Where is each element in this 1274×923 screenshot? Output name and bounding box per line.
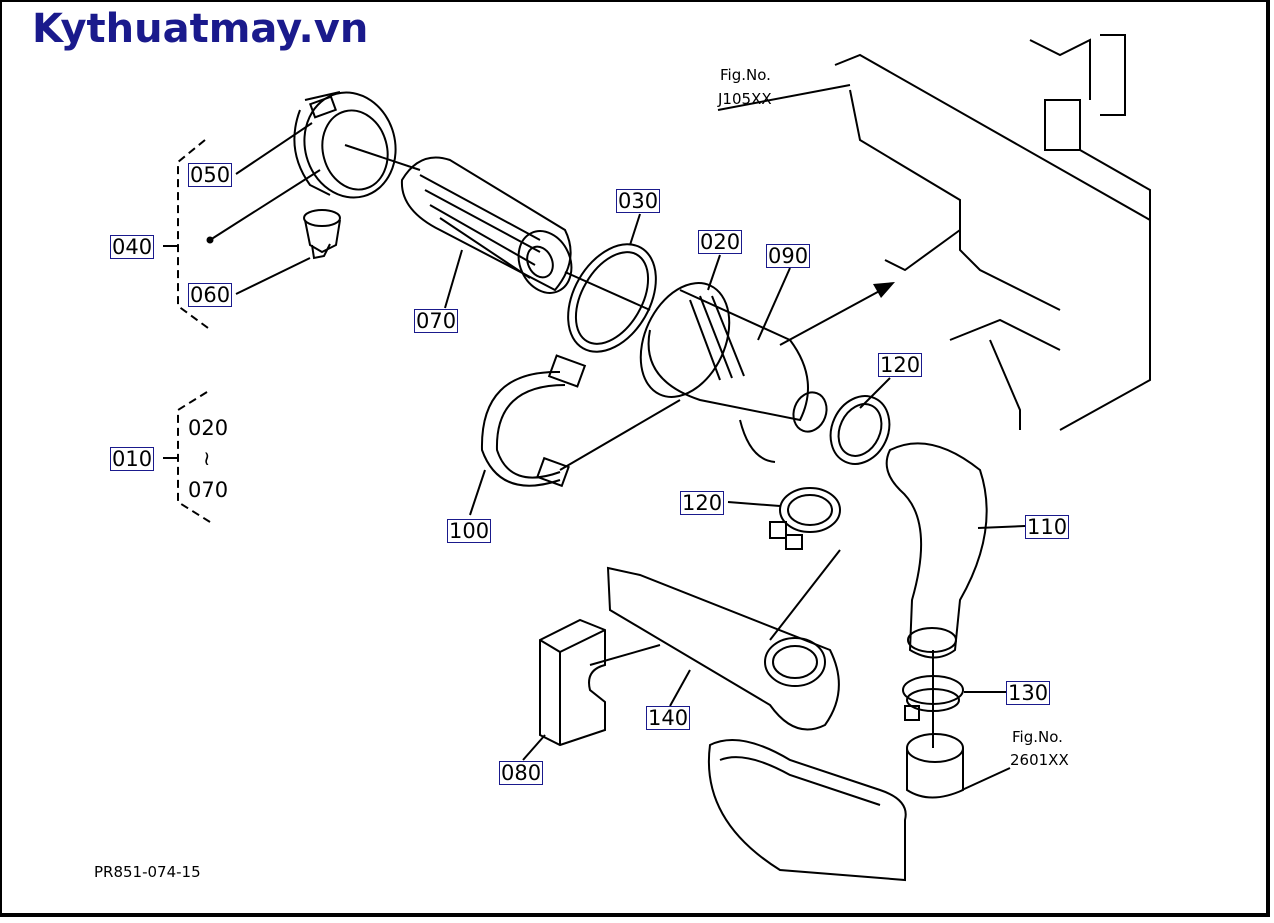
- strap-band-100-part: [480, 354, 587, 488]
- leader-030: [629, 213, 641, 246]
- label-120-upper: 120: [878, 353, 923, 377]
- leader-140: [669, 669, 691, 707]
- range-to: 070: [188, 478, 229, 502]
- label-130: 130: [1006, 681, 1051, 705]
- cap-050-part: [293, 91, 397, 199]
- leader-090: [757, 267, 791, 341]
- label-050: 050: [188, 163, 233, 187]
- fig-ref-j105-line2: J105XX: [718, 90, 772, 108]
- leader-120a: [859, 377, 891, 409]
- leader-fig-j105: [717, 84, 851, 111]
- clamp-120-lower-part: [779, 487, 841, 533]
- leader-110: [977, 525, 1026, 529]
- fig-ref-2601-line2: 2601XX: [1010, 751, 1069, 769]
- leader-120b: [727, 501, 781, 507]
- leader-housing-strap: [559, 399, 681, 471]
- label-030: 030: [616, 189, 661, 213]
- fig-ref-j105-line1: Fig.No.: [720, 66, 771, 84]
- leader-060: [235, 257, 311, 295]
- leader-020: [707, 254, 721, 291]
- valve-060-part: [303, 209, 341, 260]
- hose-110-part: [885, 442, 988, 659]
- air-cleaner-housing-020-part: [639, 282, 828, 463]
- range-from: 020: [188, 416, 229, 440]
- leader-100: [469, 469, 486, 516]
- intake-manifold-part: [707, 733, 964, 882]
- label-090: 090: [766, 244, 811, 268]
- duct-140-part: [606, 566, 840, 731]
- site-watermark: Kythuatmay.vn: [32, 6, 369, 52]
- mounting-arrow-line: [779, 287, 886, 346]
- leader-filter-housing: [564, 271, 651, 311]
- label-110: 110: [1025, 515, 1070, 539]
- group-bracket-040: [177, 139, 209, 329]
- mounting-arrow-head: [873, 282, 895, 298]
- leader-050: [235, 122, 313, 175]
- label-100: 100: [447, 519, 492, 543]
- support-block-080-part: [539, 618, 606, 747]
- leader-040: [209, 169, 321, 241]
- leader-lower-clamp: [769, 549, 841, 641]
- clamp-120-upper-part: [829, 395, 891, 465]
- label-010: 010: [110, 447, 155, 471]
- filter-element-070-part: [400, 156, 573, 294]
- label-040: 040: [110, 235, 155, 259]
- label-140: 140: [646, 706, 691, 730]
- leader-upper-pipe: [589, 644, 661, 666]
- label-060: 060: [188, 283, 233, 307]
- label-080: 080: [499, 761, 544, 785]
- range-symbol: ≀: [203, 446, 211, 470]
- group-bracket-010: [177, 391, 211, 523]
- drawing-code: PR851-074-15: [94, 863, 201, 881]
- o-ring-030-part: [567, 243, 657, 353]
- leader-fig-2601: [961, 767, 1011, 791]
- frame-assembly-part: [834, 34, 1151, 431]
- label-120-lower: 120: [680, 491, 725, 515]
- label-070: 070: [414, 309, 459, 333]
- leader-070: [444, 249, 463, 309]
- label-020: 020: [698, 230, 743, 254]
- leader-center-axis: [344, 144, 421, 171]
- fig-ref-2601-line1: Fig.No.: [1012, 728, 1063, 746]
- leader-080: [522, 734, 546, 761]
